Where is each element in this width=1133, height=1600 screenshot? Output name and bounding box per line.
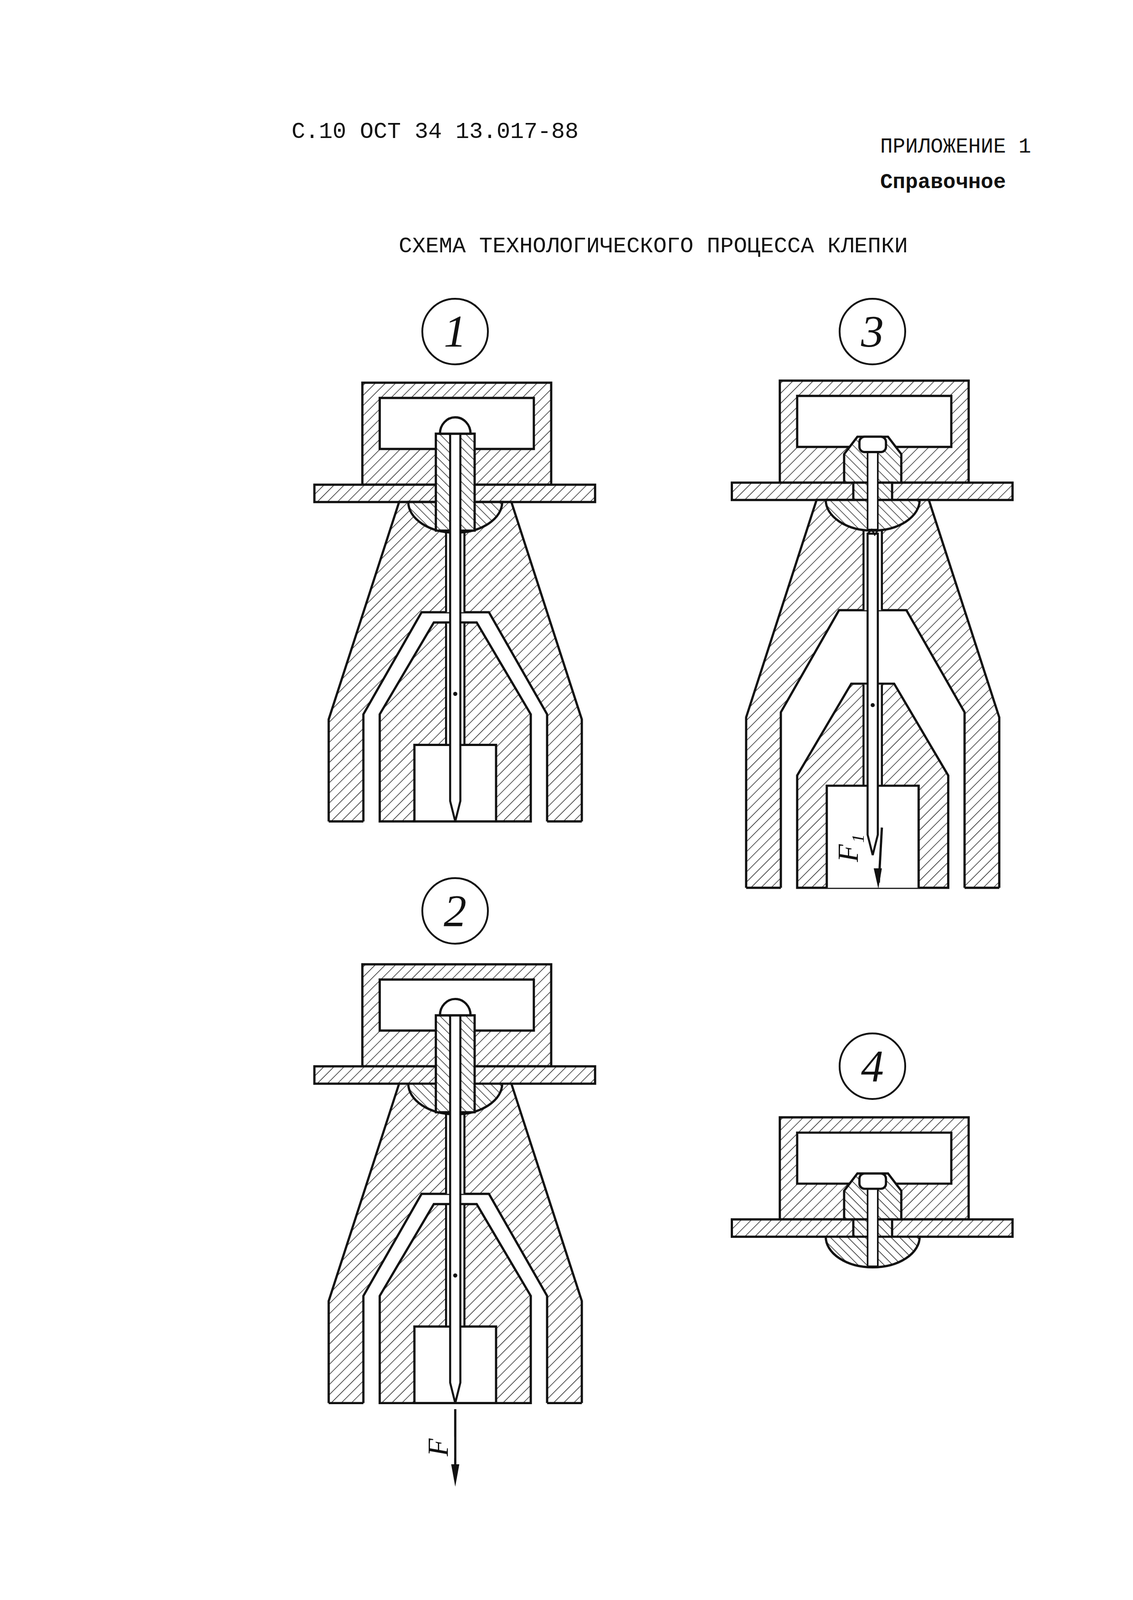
diagram-title: СХЕМА ТЕХНОЛОГИЧЕСКОГО ПРОЦЕССА КЛЕПКИ	[398, 234, 908, 260]
force-label: F	[422, 1436, 455, 1459]
step-number-circle: 1	[421, 297, 489, 366]
step-number: 1	[443, 308, 467, 355]
appendix-label: ПРИЛОЖЕНИЕ 1	[880, 135, 1031, 159]
step-number-circle: 4	[838, 1032, 907, 1101]
step-number: 4	[861, 1043, 884, 1090]
step-number: 2	[443, 888, 467, 934]
force-label: F₁	[832, 832, 865, 864]
step-number: 3	[861, 308, 884, 355]
step-number-circle: 3	[838, 297, 907, 366]
page-header: С.10 ОСТ 34 13.017-88	[291, 119, 579, 145]
appendix-type: Справочное	[880, 171, 1006, 195]
step-number-circle: 2	[421, 877, 489, 945]
